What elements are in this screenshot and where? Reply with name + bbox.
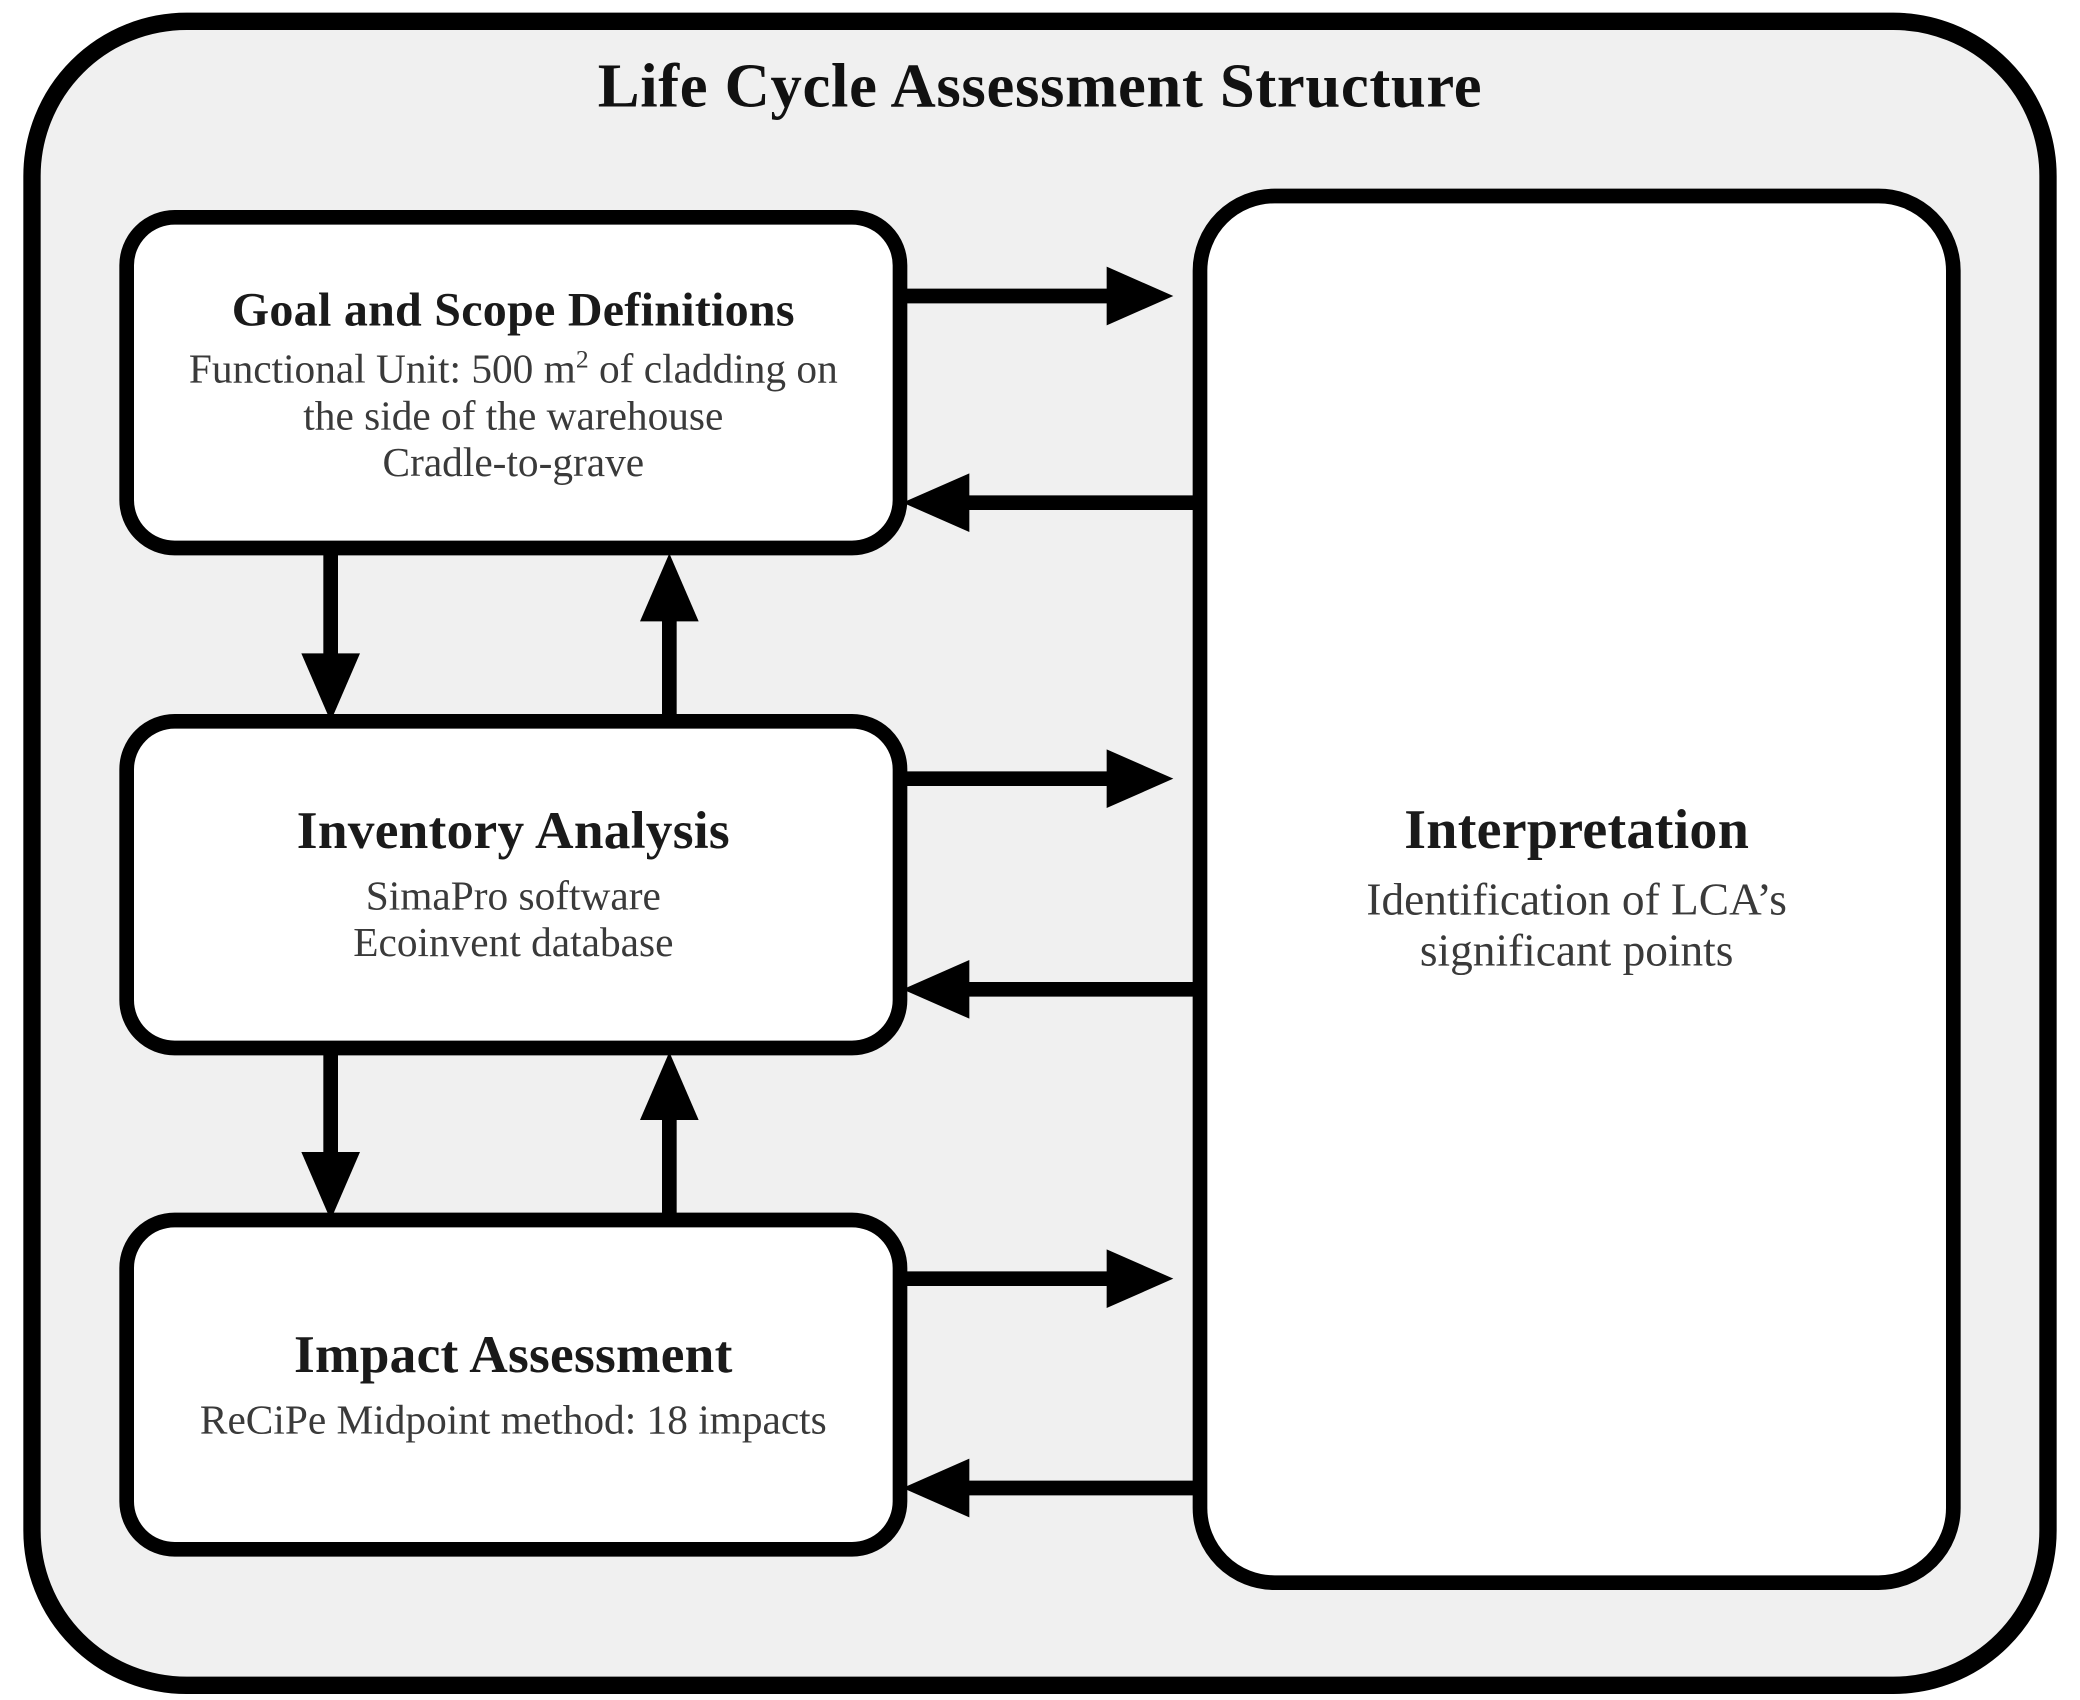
- inventory-node-line-1: SimaPro software: [365, 872, 661, 920]
- arrow-interpretation-to-goal: [902, 473, 1200, 532]
- inventory-node-title: Inventory Analysis: [296, 800, 730, 861]
- arrow-impact-to-inventory: [639, 1051, 699, 1220]
- interpretation-node-line-1: Identification of LCA’s: [1366, 875, 1787, 926]
- arrow-interpretation-to-inventory: [902, 959, 1200, 1019]
- arrow-goal-to-interpretation: [899, 266, 1174, 326]
- impact-node-line-1: ReCiPe Midpoint method: 18 impacts: [199, 1395, 827, 1443]
- goal-node-line-1: Functional Unit: 500 m2 of cladding on: [188, 345, 838, 393]
- inventory-analysis-node[interactable]: Inventory Analysis SimaPro software Ecoi…: [127, 721, 900, 1048]
- inventory-node-line-2: Ecoinvent database: [353, 918, 674, 966]
- arrow-interpretation-to-impact: [902, 1458, 1200, 1518]
- goal-and-scope-node[interactable]: Goal and Scope Definitions Functional Un…: [127, 217, 900, 548]
- arrow-impact-to-interpretation: [899, 1249, 1174, 1308]
- goal-node-line-2: the side of the warehouse: [303, 392, 724, 439]
- goal-node-line-3: Cradle-to-grave: [382, 438, 645, 485]
- interpretation-node[interactable]: Interpretation Identification of LCA’s s…: [1200, 196, 1953, 1583]
- impact-node-title: Impact Assessment: [294, 1323, 733, 1384]
- arrow-inventory-to-interpretation: [899, 749, 1174, 808]
- impact-assessment-node[interactable]: Impact Assessment ReCiPe Midpoint method…: [127, 1220, 900, 1549]
- interpretation-node-line-2: significant points: [1419, 926, 1734, 977]
- arrow-inventory-to-goal: [639, 553, 699, 722]
- goal-node-title: Goal and Scope Definitions: [231, 282, 795, 336]
- goal-line1-superscript: 2: [575, 346, 589, 375]
- diagram-title: Life Cycle Assessment Structure: [597, 51, 1483, 122]
- goal-line1-pre: Functional Unit: 500 m: [188, 345, 576, 393]
- goal-line1-post: of cladding on: [588, 345, 838, 393]
- interpretation-node-title: Interpretation: [1404, 799, 1750, 862]
- arrow-goal-to-inventory: [301, 547, 360, 722]
- arrow-inventory-to-impact: [301, 1047, 360, 1220]
